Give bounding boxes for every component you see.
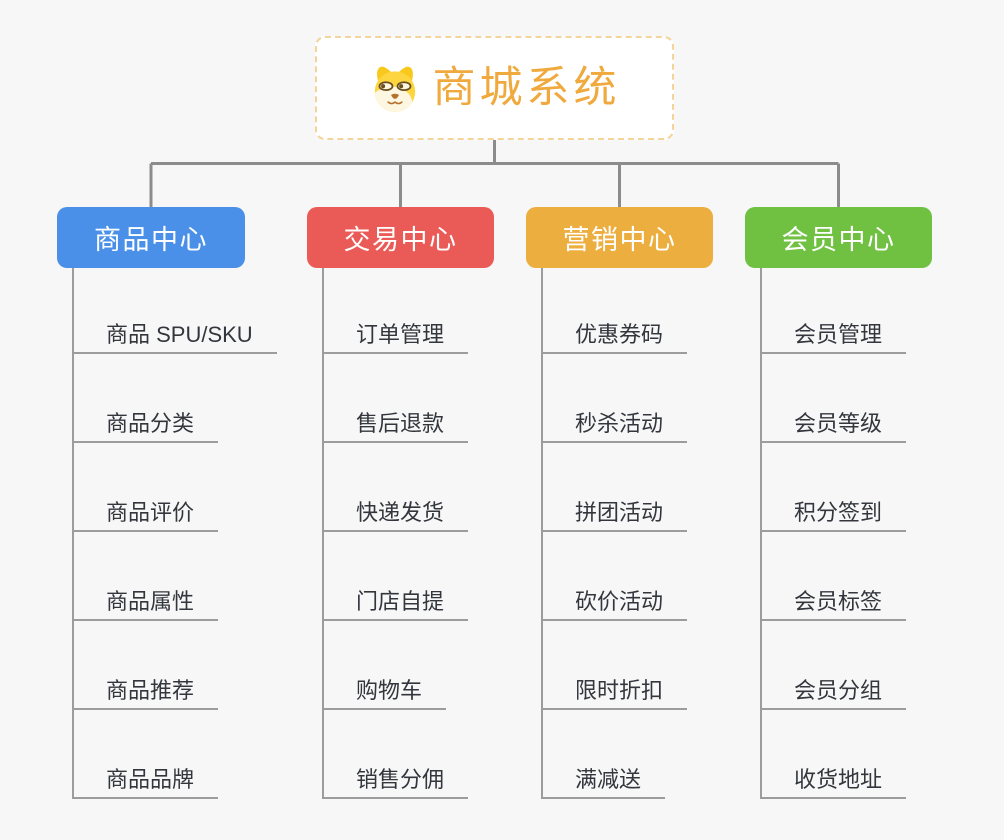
sub-topic-node[interactable]: 商品评价 — [74, 443, 219, 532]
sub-topic-label: 销售分佣 — [356, 767, 445, 792]
sub-topic-node[interactable]: 会员等级 — [762, 354, 907, 443]
sub-topic-node[interactable]: 商品品牌 — [74, 710, 219, 799]
sub-topic-label: 会员标签 — [794, 589, 883, 614]
sub-topic-label: 会员管理 — [794, 322, 883, 347]
branch-label: 营销中心 — [562, 225, 677, 255]
sub-topic-label: 购物车 — [356, 678, 423, 703]
sub-topic-node[interactable]: 拼团活动 — [543, 443, 688, 532]
sub-topic-label: 拼团活动 — [575, 500, 664, 525]
sub-topic-node[interactable]: 购物车 — [324, 621, 447, 710]
sub-topic-node[interactable]: 订单管理 — [324, 268, 469, 354]
sub-topic-label: 砍价活动 — [575, 589, 664, 614]
sub-topic-label: 商品 SPU/SKU — [106, 322, 253, 347]
branch-label: 商品中心 — [94, 225, 208, 255]
sub-topic-node[interactable]: 优惠券码 — [543, 268, 688, 354]
sub-topic-list-2: 订单管理售后退款快递发货门店自提购物车销售分佣 — [322, 268, 469, 799]
sub-topic-node[interactable]: 商品属性 — [74, 532, 219, 621]
sub-topic-node[interactable]: 快递发货 — [324, 443, 469, 532]
sub-topic-node[interactable]: 会员分组 — [762, 621, 907, 710]
root-title: 商城系统 — [432, 63, 621, 112]
sub-topic-list-4: 会员管理会员等级积分签到会员标签会员分组收货地址 — [760, 268, 907, 799]
sub-topic-label: 商品品牌 — [106, 767, 195, 792]
root-node[interactable]: 商城系统 — [315, 36, 674, 140]
sub-topic-label: 会员分组 — [794, 678, 883, 703]
sub-topic-node[interactable]: 商品 SPU/SKU — [74, 268, 277, 354]
sub-topic-label: 商品属性 — [106, 589, 195, 614]
sub-topic-label: 会员等级 — [794, 411, 883, 436]
sub-topic-list-3: 优惠券码秒杀活动拼团活动砍价活动限时折扣满减送 — [541, 268, 688, 799]
branch-node-4[interactable]: 会员中心 — [745, 207, 932, 268]
sub-topic-node[interactable]: 收货地址 — [762, 710, 907, 799]
sub-topic-label: 订单管理 — [356, 322, 445, 347]
sub-topic-label: 商品分类 — [106, 411, 195, 436]
sub-topic-node[interactable]: 售后退款 — [324, 354, 469, 443]
sub-topic-label: 收货地址 — [794, 767, 883, 792]
sub-topic-label: 限时折扣 — [575, 678, 664, 703]
sub-topic-label: 满减送 — [575, 767, 642, 792]
branch-node-1[interactable]: 商品中心 — [57, 207, 245, 268]
sub-topic-node[interactable]: 商品分类 — [74, 354, 219, 443]
sub-topic-label: 商品评价 — [106, 500, 195, 525]
sub-topic-label: 快递发货 — [356, 500, 445, 525]
sub-topic-label: 优惠券码 — [575, 322, 664, 347]
sub-topic-label: 商品推荐 — [106, 678, 195, 703]
branch-node-3[interactable]: 营销中心 — [526, 207, 713, 268]
sub-topic-node[interactable]: 会员标签 — [762, 532, 907, 621]
sub-topic-label: 售后退款 — [356, 411, 445, 436]
sub-topic-node[interactable]: 限时折扣 — [543, 621, 688, 710]
sub-topic-label: 门店自提 — [356, 589, 445, 614]
branch-label: 交易中心 — [343, 225, 458, 255]
sub-topic-node[interactable]: 会员管理 — [762, 268, 907, 354]
sub-topic-node[interactable]: 销售分佣 — [324, 710, 469, 799]
dog-face-icon — [369, 62, 421, 114]
sub-topic-node[interactable]: 砍价活动 — [543, 532, 688, 621]
sub-topic-label: 积分签到 — [794, 500, 883, 525]
branch-label: 会员中心 — [781, 225, 896, 255]
sub-topic-node[interactable]: 商品推荐 — [74, 621, 219, 710]
sub-topic-node[interactable]: 满减送 — [543, 710, 666, 799]
sub-topic-list-1: 商品 SPU/SKU 商品分类商品评价商品属性商品推荐商品品牌 — [72, 268, 277, 799]
sub-topic-node[interactable]: 门店自提 — [324, 532, 469, 621]
branch-node-2[interactable]: 交易中心 — [307, 207, 494, 268]
sub-topic-node[interactable]: 秒杀活动 — [543, 354, 688, 443]
sub-topic-label: 秒杀活动 — [575, 411, 664, 436]
sub-topic-node[interactable]: 积分签到 — [762, 443, 907, 532]
